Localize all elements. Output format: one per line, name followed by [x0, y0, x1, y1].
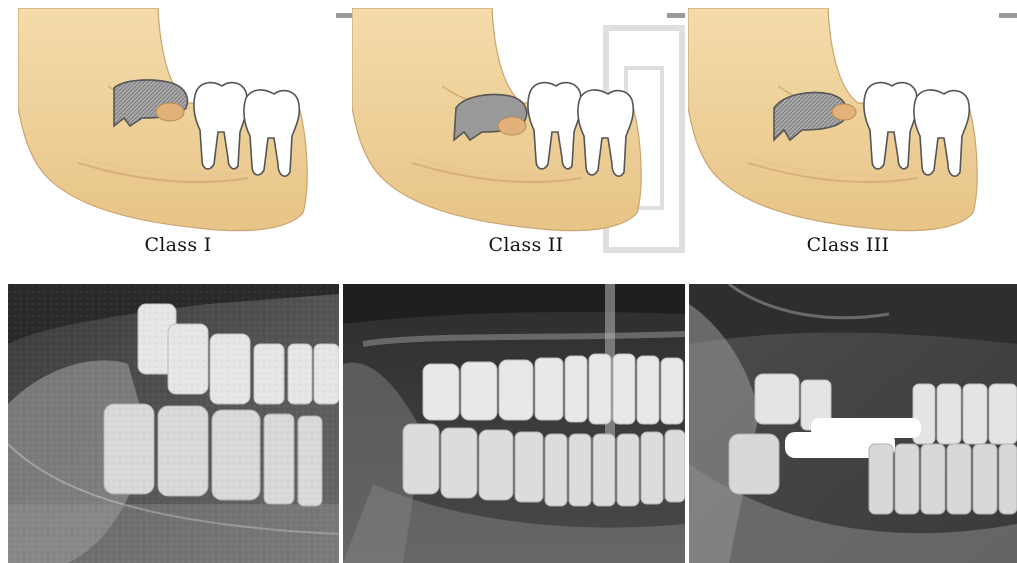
illustration-class-2	[352, 8, 652, 238]
xray-class-2	[343, 284, 685, 563]
caption-class-3: Class III	[728, 234, 968, 256]
xray-class-1	[8, 284, 339, 563]
dash-mark	[999, 13, 1017, 18]
xray-class-3	[689, 284, 1017, 563]
dash-mark	[667, 13, 685, 18]
jaw-illustration	[18, 8, 318, 238]
illustration-class-3	[688, 8, 988, 238]
illustration-class-1	[18, 8, 318, 238]
jaw-illustration	[688, 8, 988, 238]
jaw-illustration	[352, 8, 652, 238]
panoramic-xray	[343, 284, 685, 563]
panoramic-xray	[689, 284, 1017, 563]
caption-class-1: Class I	[58, 234, 298, 256]
caption-class-2: Class II	[406, 234, 646, 256]
panoramic-xray	[8, 284, 339, 563]
